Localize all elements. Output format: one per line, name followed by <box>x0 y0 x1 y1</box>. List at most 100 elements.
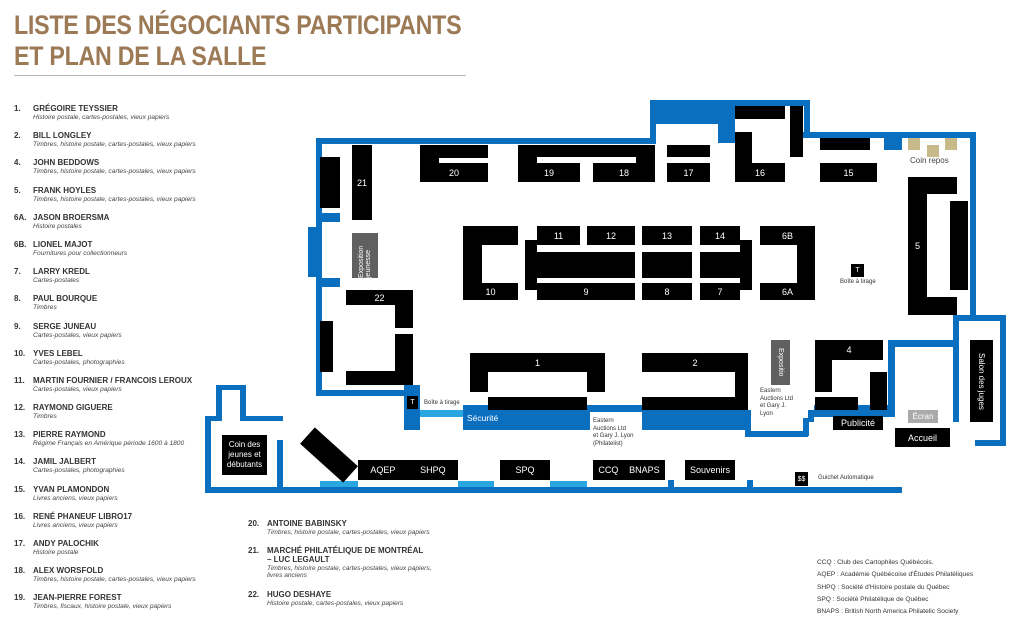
booth-label: 20 <box>448 167 459 178</box>
dealer-specialty: Timbres, histoire postale, cartes-postal… <box>33 196 196 203</box>
wall <box>316 138 656 144</box>
wall <box>205 487 902 493</box>
security-label: Sécurité <box>467 412 499 423</box>
legend-entry: SHPQ : Société d'Histoire postale du Qué… <box>817 583 950 591</box>
dealer-name: HUGO DESHAYE <box>267 590 331 599</box>
wall <box>650 100 810 106</box>
booth-label: 6A <box>781 286 793 297</box>
booth-5-part <box>908 297 957 315</box>
booth-4-part <box>815 397 858 410</box>
booth-5[interactable]: 5 <box>908 177 927 315</box>
dealer-specialty-line: Histoire postale, cartes-postales, vieux… <box>267 600 404 608</box>
text-line: débutants <box>226 460 263 469</box>
door <box>458 481 494 487</box>
wall <box>205 416 221 421</box>
dealer-specialty: Histoire postale <box>33 549 78 556</box>
booth-12[interactable]: 12 <box>587 226 635 245</box>
booth-1[interactable]: 1 <box>470 353 605 372</box>
dealer-name: JASON BROERSMA <box>33 213 109 222</box>
booth-21[interactable]: 21 <box>352 145 372 220</box>
door <box>420 410 463 417</box>
dealer-specialty-line: Cartes-postales, vieux papiers <box>33 385 122 393</box>
dealer-specialty-line: Cartes-postales, photographies <box>33 467 125 475</box>
raffle-box-glyph: T <box>855 267 860 274</box>
booth-11[interactable]: 11 <box>537 226 580 245</box>
dealer-specialty: Histoire postale, cartes-postales, vieux… <box>33 114 169 121</box>
booth-2[interactable]: 2 <box>642 353 748 372</box>
dealer-name-line: FRANK HOYLES <box>33 185 97 195</box>
booth-4[interactable]: 4 <box>815 340 883 360</box>
booth-8[interactable]: 8 <box>642 283 692 300</box>
dealer-specialty-line: Timbres, fiscaux, histoire postale, vieu… <box>33 603 172 611</box>
wall <box>316 390 410 396</box>
dealer-name-line: LIONEL MAJOT <box>33 239 93 249</box>
booth-10-part <box>463 226 482 300</box>
accueil-desk[interactable]: Accueil <box>895 428 950 447</box>
dealer-name: YVAN PLAMONDON <box>33 485 109 494</box>
booth-9[interactable]: 9 <box>537 283 635 300</box>
dealer-name-line: HUGO DESHAYE <box>267 590 332 600</box>
booth-19-18-part <box>518 145 655 157</box>
text-line: jeunes et <box>228 450 261 459</box>
dealer-number: 6B. <box>14 239 27 249</box>
booth-14[interactable]: 14 <box>700 226 740 245</box>
text-line: et Gary J. Lyon <box>593 433 634 439</box>
ccq-label: CCQ <box>598 465 619 475</box>
booth-1-part <box>587 353 605 392</box>
booth-6a[interactable]: 6A <box>760 283 815 300</box>
door <box>550 481 587 487</box>
dealer-specialty: Timbres <box>33 304 57 311</box>
booth-19[interactable]: 19 <box>518 163 580 182</box>
dealer-number: 14. <box>14 457 26 467</box>
wall-display <box>320 321 333 372</box>
wall <box>804 100 810 138</box>
wall <box>650 100 656 144</box>
booth-13[interactable]: 13 <box>642 226 692 245</box>
abbreviation-legend: CCQ : Club des Cartophiles Québécois.AQE… <box>817 557 973 618</box>
booth-label: 21 <box>356 177 367 188</box>
booth-7[interactable]: 7 <box>700 283 740 300</box>
dealer-specialty: Cartes-postales, photographies <box>33 467 125 474</box>
dealer-name: ANTOINE BABINSKY <box>267 519 347 528</box>
wall <box>975 440 1006 446</box>
dealer-number: 6A. <box>14 212 27 222</box>
wall <box>745 410 751 437</box>
accueil-label: Accueil <box>907 432 937 443</box>
wall <box>718 106 735 143</box>
text-line: (Philatelist) <box>593 440 623 447</box>
title-divider <box>14 75 466 76</box>
text-line: Coin des <box>228 440 261 449</box>
booth-label: 19 <box>543 167 554 178</box>
dealer-number: 18. <box>14 566 26 576</box>
booth-15[interactable]: 15 <box>820 163 877 182</box>
armchair-icon <box>945 138 957 150</box>
dealer-specialty-line: Cartes-postales <box>33 277 80 285</box>
booth-spq[interactable]: SPQ <box>500 460 550 480</box>
booth-5-part <box>950 201 968 290</box>
wall <box>316 213 340 222</box>
dealer-name: ALEX WORSFOLD <box>33 566 103 575</box>
booth-2-part <box>642 397 748 410</box>
wall <box>1000 315 1006 446</box>
dealer-name-line: LARRY KREDL <box>33 267 90 277</box>
booth-16[interactable]: 16 <box>735 163 785 182</box>
dealer-specialty-line: Histoire postales <box>33 222 82 230</box>
wall <box>953 315 959 422</box>
booth-17[interactable]: 17 <box>667 163 710 182</box>
dealer-specialty-line: Timbres <box>33 413 57 421</box>
shpq-label: SHPQ <box>420 465 446 475</box>
dealer-number: 11. <box>14 375 25 385</box>
booth-souvenirs[interactable]: Souvenirs <box>685 460 735 480</box>
dealer-specialty-line: Timbres <box>33 304 57 312</box>
text-line: et Gary J. <box>760 403 787 409</box>
dealer-name: BILL LONGLEY <box>33 131 92 140</box>
dealer-name-line: GRÉGOIRE TEYSSIER <box>33 104 118 113</box>
booth-1-part <box>470 353 488 392</box>
text-line: Auctions Ltd <box>593 425 627 432</box>
booth-18[interactable]: 18 <box>593 163 655 182</box>
booth-10[interactable]: 10 <box>463 283 518 300</box>
booth-6-part <box>797 226 815 300</box>
booth-22-part <box>395 290 413 328</box>
